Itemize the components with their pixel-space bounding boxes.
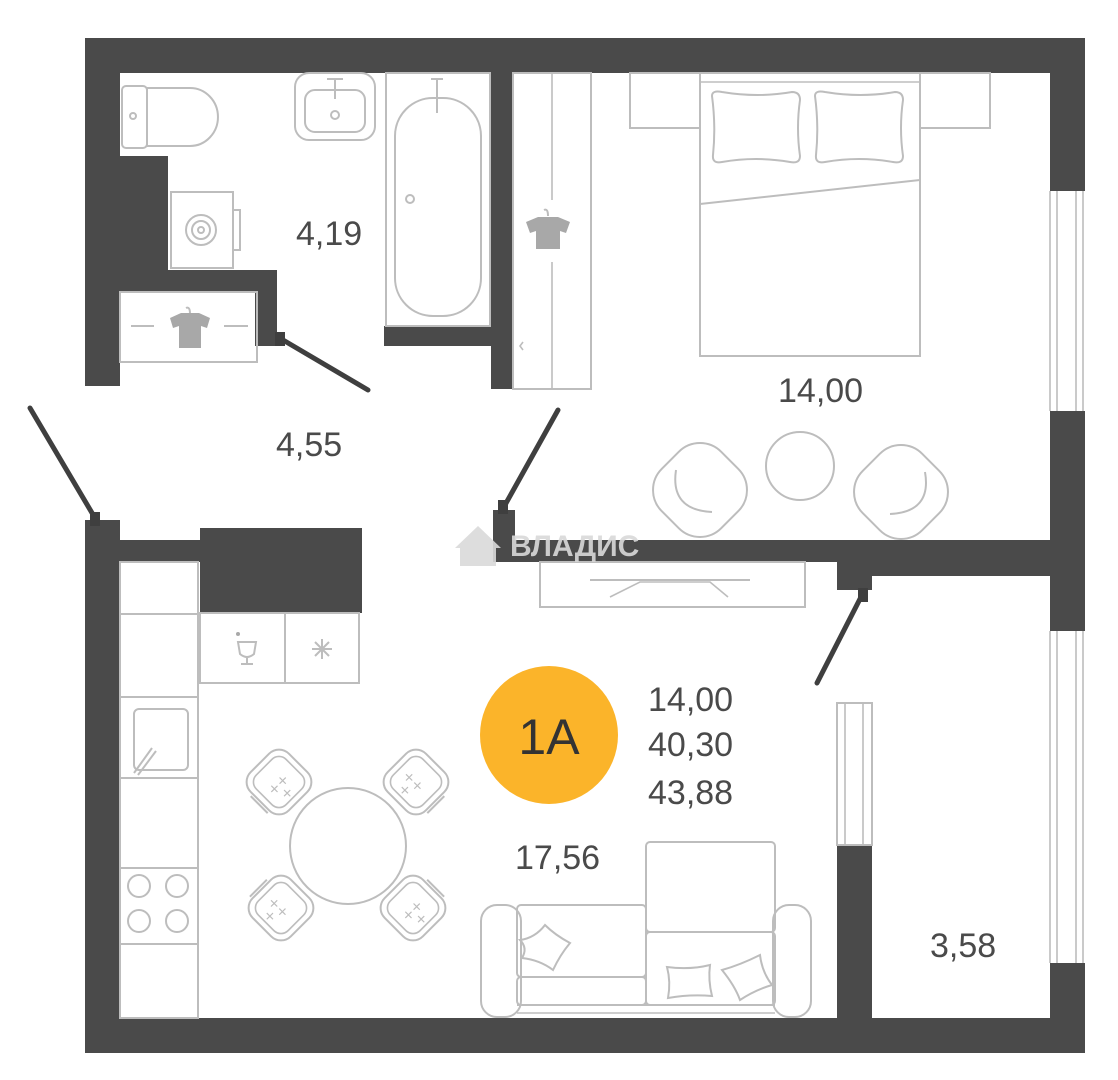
hanger-icon	[526, 208, 570, 249]
window-balcony-door	[836, 702, 873, 846]
hanger-icon	[170, 306, 210, 348]
sink	[294, 72, 376, 141]
kitchen-sink	[133, 708, 189, 776]
total-area-with-balcony: 43,88	[648, 774, 733, 812]
watermark-logo: ВЛАДИС	[455, 526, 639, 566]
door-balcony	[814, 588, 868, 686]
washing-machine	[170, 191, 241, 269]
toilet	[121, 85, 219, 149]
kitchen-living-area-label: 17,56	[515, 839, 600, 877]
door-bathroom	[275, 332, 371, 393]
room-labels: 4,19 4,55 14,00 17,56 3,58	[276, 215, 996, 965]
window-balcony	[1049, 631, 1085, 963]
coffee-table	[765, 431, 835, 501]
armchair	[652, 442, 748, 538]
corner-sofa	[480, 841, 812, 1018]
dining-chair: ++ +	[247, 874, 315, 942]
walls	[85, 38, 1085, 1053]
dining-chair: ++ +	[379, 874, 447, 942]
watermark-text: ВЛАДИС	[510, 530, 639, 563]
total-area: 40,30	[648, 726, 733, 764]
windows	[836, 191, 1085, 963]
double-bed	[629, 72, 991, 357]
doors	[27, 332, 868, 686]
bedroom-furniture	[629, 72, 991, 540]
bedroom-area-label: 14,00	[778, 372, 863, 410]
living-area-total: 14,00	[648, 681, 733, 719]
upper-cabinets	[199, 612, 360, 684]
apartment-type-badge: 1A	[480, 666, 618, 804]
window-bedroom	[1049, 191, 1085, 411]
door-entrance	[27, 405, 100, 526]
dining-chair: ++ +	[245, 748, 313, 816]
bathroom-area-label: 4,19	[296, 215, 362, 253]
armchair	[853, 444, 949, 540]
kitchen-furniture	[119, 561, 806, 1019]
hall-area-label: 4,55	[276, 426, 342, 464]
dishwasher-icon	[236, 632, 258, 665]
bathroom-fixtures	[119, 72, 491, 363]
bathroom-wardrobe	[119, 291, 258, 363]
dining-set: ++ + ++ + ++ + ++ +	[245, 748, 450, 942]
bathtub	[385, 72, 491, 327]
apartment-type-label: 1A	[518, 709, 580, 765]
area-totals: 14,00 40,30 43,88	[648, 681, 733, 812]
tv-stand	[539, 561, 806, 608]
dining-chair: ++ +	[382, 748, 450, 816]
cooktop	[127, 874, 189, 933]
door-bedroom	[498, 407, 561, 514]
balcony-area-label: 3,58	[930, 927, 996, 965]
hall-wardrobe	[512, 72, 592, 390]
freezer-snowflake-icon	[312, 639, 332, 659]
